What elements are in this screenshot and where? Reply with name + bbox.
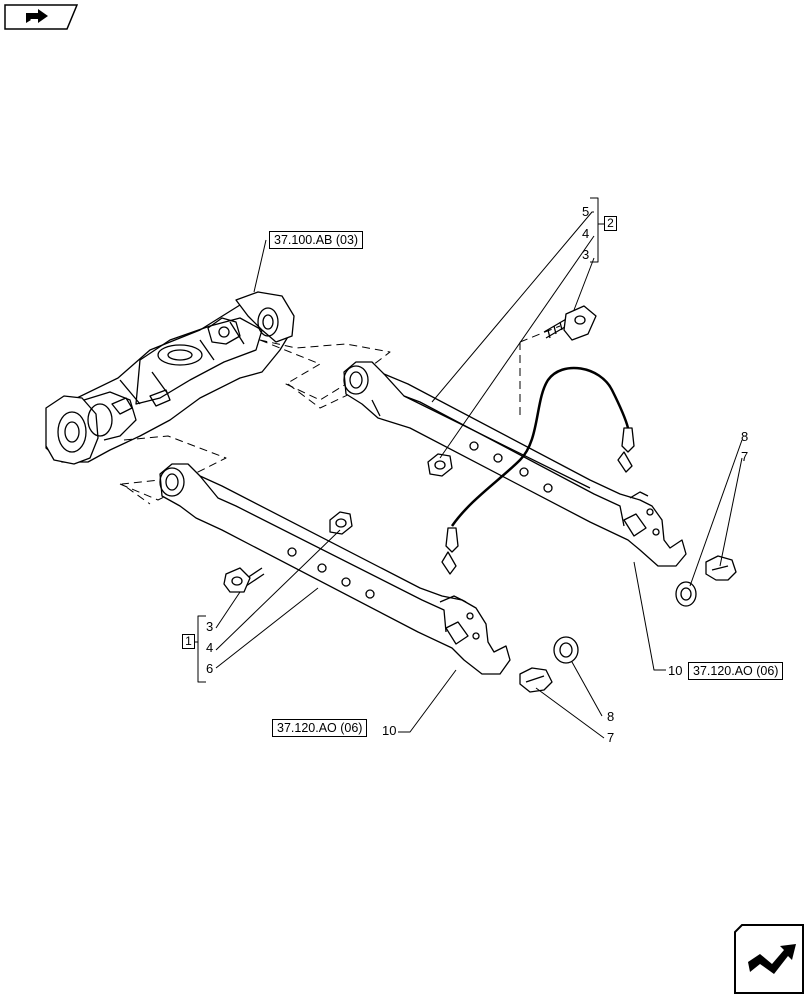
callout-8: 8 [607,709,615,724]
small-parts-right [675,555,737,607]
axle-housing [45,291,295,465]
lower-link-right [343,361,687,567]
callout-5: 5 [582,204,590,219]
callout-7: 7 [741,449,749,464]
axle-reference-box[interactable]: 37.100.AB (03) [269,231,364,249]
callout-3: 3 [206,619,214,634]
forward-nav-button[interactable] [734,924,804,994]
check-chain [441,366,635,575]
leader-lines [194,197,743,739]
group-box-2[interactable]: 2 [604,216,617,231]
callout-4: 4 [206,640,214,655]
callout-10: 10 [382,723,397,738]
callout-8: 8 [741,429,749,444]
callout-7: 7 [607,730,615,745]
left-link-reference-box[interactable]: 37.120.AO (06) [272,719,368,737]
callout-10: 10 [668,663,683,678]
phantom-outlines [119,325,561,505]
callout-6: 6 [206,661,214,676]
forward-arrow-icon [734,924,804,994]
fasteners [223,305,597,593]
right-link-reference-box[interactable]: 37.120.AO (06) [688,662,784,680]
callout-4: 4 [582,226,590,241]
callout-3: 3 [582,247,590,262]
group-box-1[interactable]: 1 [182,634,195,649]
back-nav-button[interactable] [4,4,79,30]
small-parts-left [519,636,579,693]
back-arrow-icon [4,4,79,30]
